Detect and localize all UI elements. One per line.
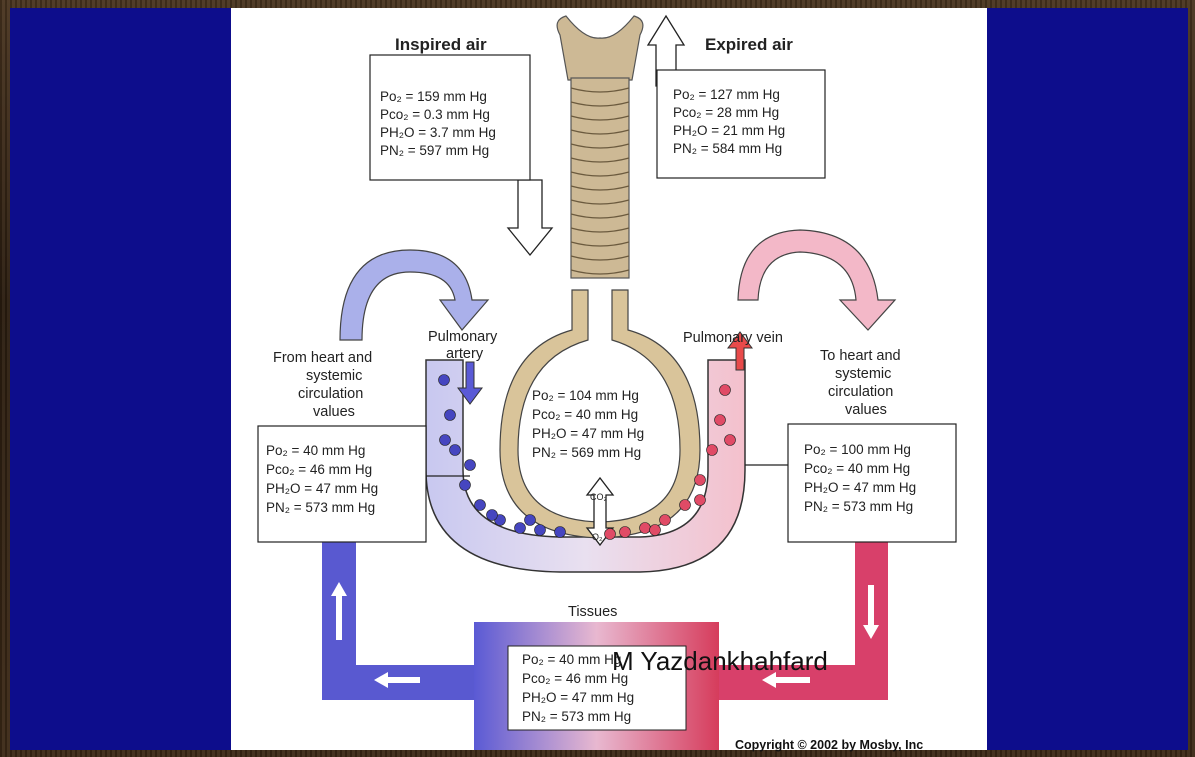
- deoxygenated-blood-cell: [555, 527, 566, 538]
- inspired-arrow: [508, 180, 552, 255]
- alveolus-values: Po₂ = 104 mm Hg Pco₂ = 40 mm Hg PH₂O = 4…: [532, 388, 644, 460]
- oxygenated-blood-cell: [720, 385, 731, 396]
- to-heart-line: PN₂ = 573 mm Hg: [804, 499, 913, 514]
- from-heart-line: PN₂ = 573 mm Hg: [266, 500, 375, 515]
- to-heart-line: Po₂ = 100 mm Hg: [804, 442, 911, 457]
- deoxygenated-blood-cell: [487, 510, 498, 521]
- inspired-line: Pco₂ = 0.3 mm Hg: [380, 107, 490, 122]
- oxygenated-blood-cell: [680, 500, 691, 511]
- alveolus-line: Po₂ = 104 mm Hg: [532, 388, 639, 403]
- from-heart-title-line: circulation: [298, 386, 363, 402]
- deoxygenated-blood-cell: [460, 480, 471, 491]
- expired-line: Po₂ = 127 mm Hg: [673, 87, 780, 102]
- expired-line: PN₂ = 584 mm Hg: [673, 141, 782, 156]
- co2-label: CO₂: [590, 492, 608, 502]
- from-heart-line: PH₂O = 47 mm Hg: [266, 481, 378, 496]
- oxygenated-blood-cell: [650, 525, 661, 536]
- pulmonary-artery-line: artery: [446, 346, 484, 362]
- watermark-text: M Yazdankhahfard: [612, 646, 828, 677]
- to-heart-title-line: values: [845, 402, 887, 418]
- oxygenated-blood-cell: [620, 527, 631, 538]
- alveolus-line: Pco₂ = 40 mm Hg: [532, 407, 638, 422]
- pulmonary-artery-line: Pulmonary: [428, 329, 498, 345]
- to-heart-title-line: systemic: [835, 366, 891, 382]
- deoxygenated-blood-cell: [465, 460, 476, 471]
- pulmonary-artery-curve-arrow: [340, 250, 488, 340]
- from-heart-title-line: systemic: [306, 368, 362, 384]
- to-heart-line: PH₂O = 47 mm Hg: [804, 480, 916, 495]
- oxygenated-blood-cell: [660, 515, 671, 526]
- tissues-line: Po₂ = 40 mm Hg: [522, 652, 621, 667]
- oxygenated-blood-cell: [707, 445, 718, 456]
- expired-title: Expired air: [705, 35, 793, 54]
- oxygenated-blood-cell: [695, 475, 706, 486]
- o2-label: O₂: [592, 532, 603, 542]
- oxygenated-blood-cell: [715, 415, 726, 426]
- oxygenated-blood-cell: [725, 435, 736, 446]
- expired-line: PH₂O = 21 mm Hg: [673, 123, 785, 138]
- deoxygenated-blood-cell: [450, 445, 461, 456]
- tissues-title: Tissues: [568, 604, 617, 620]
- deoxygenated-blood-cell: [515, 523, 526, 534]
- oxygenated-blood-cell: [605, 529, 616, 540]
- to-heart-line: Pco₂ = 40 mm Hg: [804, 461, 910, 476]
- pulmonary-artery-label: Pulmonary artery: [428, 329, 498, 362]
- inspired-line: PH₂O = 3.7 mm Hg: [380, 125, 496, 140]
- deoxygenated-blood-cell: [525, 515, 536, 526]
- inspired-line: Po₂ = 159 mm Hg: [380, 89, 487, 104]
- alveolus-line: PH₂O = 47 mm Hg: [532, 426, 644, 441]
- pulmonary-vein-curve-arrow: [738, 230, 895, 330]
- inspired-line: PN₂ = 597 mm Hg: [380, 143, 489, 158]
- tissues-line: PN₂ = 573 mm Hg: [522, 709, 631, 724]
- oxygenated-blood-cell: [695, 495, 706, 506]
- copyright-text: Copyright © 2002 by Mosby, Inc: [735, 738, 923, 752]
- oxygenated-blood-cell: [640, 523, 651, 534]
- to-heart-title-line: To heart and: [820, 348, 901, 364]
- from-heart-title: From heart and systemic circulation valu…: [273, 350, 372, 420]
- tissues-line: PH₂O = 47 mm Hg: [522, 690, 634, 705]
- expired-line: Pco₂ = 28 mm Hg: [673, 105, 779, 120]
- to-heart-title: To heart and systemic circulation values: [820, 348, 901, 418]
- from-heart-line: Pco₂ = 46 mm Hg: [266, 462, 372, 477]
- from-heart-title-line: From heart and: [273, 350, 372, 366]
- deoxygenated-blood-cell: [440, 435, 451, 446]
- deoxygenated-blood-cell: [475, 500, 486, 511]
- alveolus-line: PN₂ = 569 mm Hg: [532, 445, 641, 460]
- deoxygenated-blood-cell: [439, 375, 450, 386]
- trachea: [557, 16, 643, 278]
- to-heart-title-line: circulation: [828, 384, 893, 400]
- pulmonary-vein-label: Pulmonary vein: [683, 330, 783, 346]
- from-heart-title-line: values: [313, 404, 355, 420]
- from-heart-line: Po₂ = 40 mm Hg: [266, 443, 365, 458]
- deoxygenated-blood-cell: [445, 410, 456, 421]
- deoxygenated-blood-cell: [535, 525, 546, 536]
- inspired-title: Inspired air: [395, 35, 487, 54]
